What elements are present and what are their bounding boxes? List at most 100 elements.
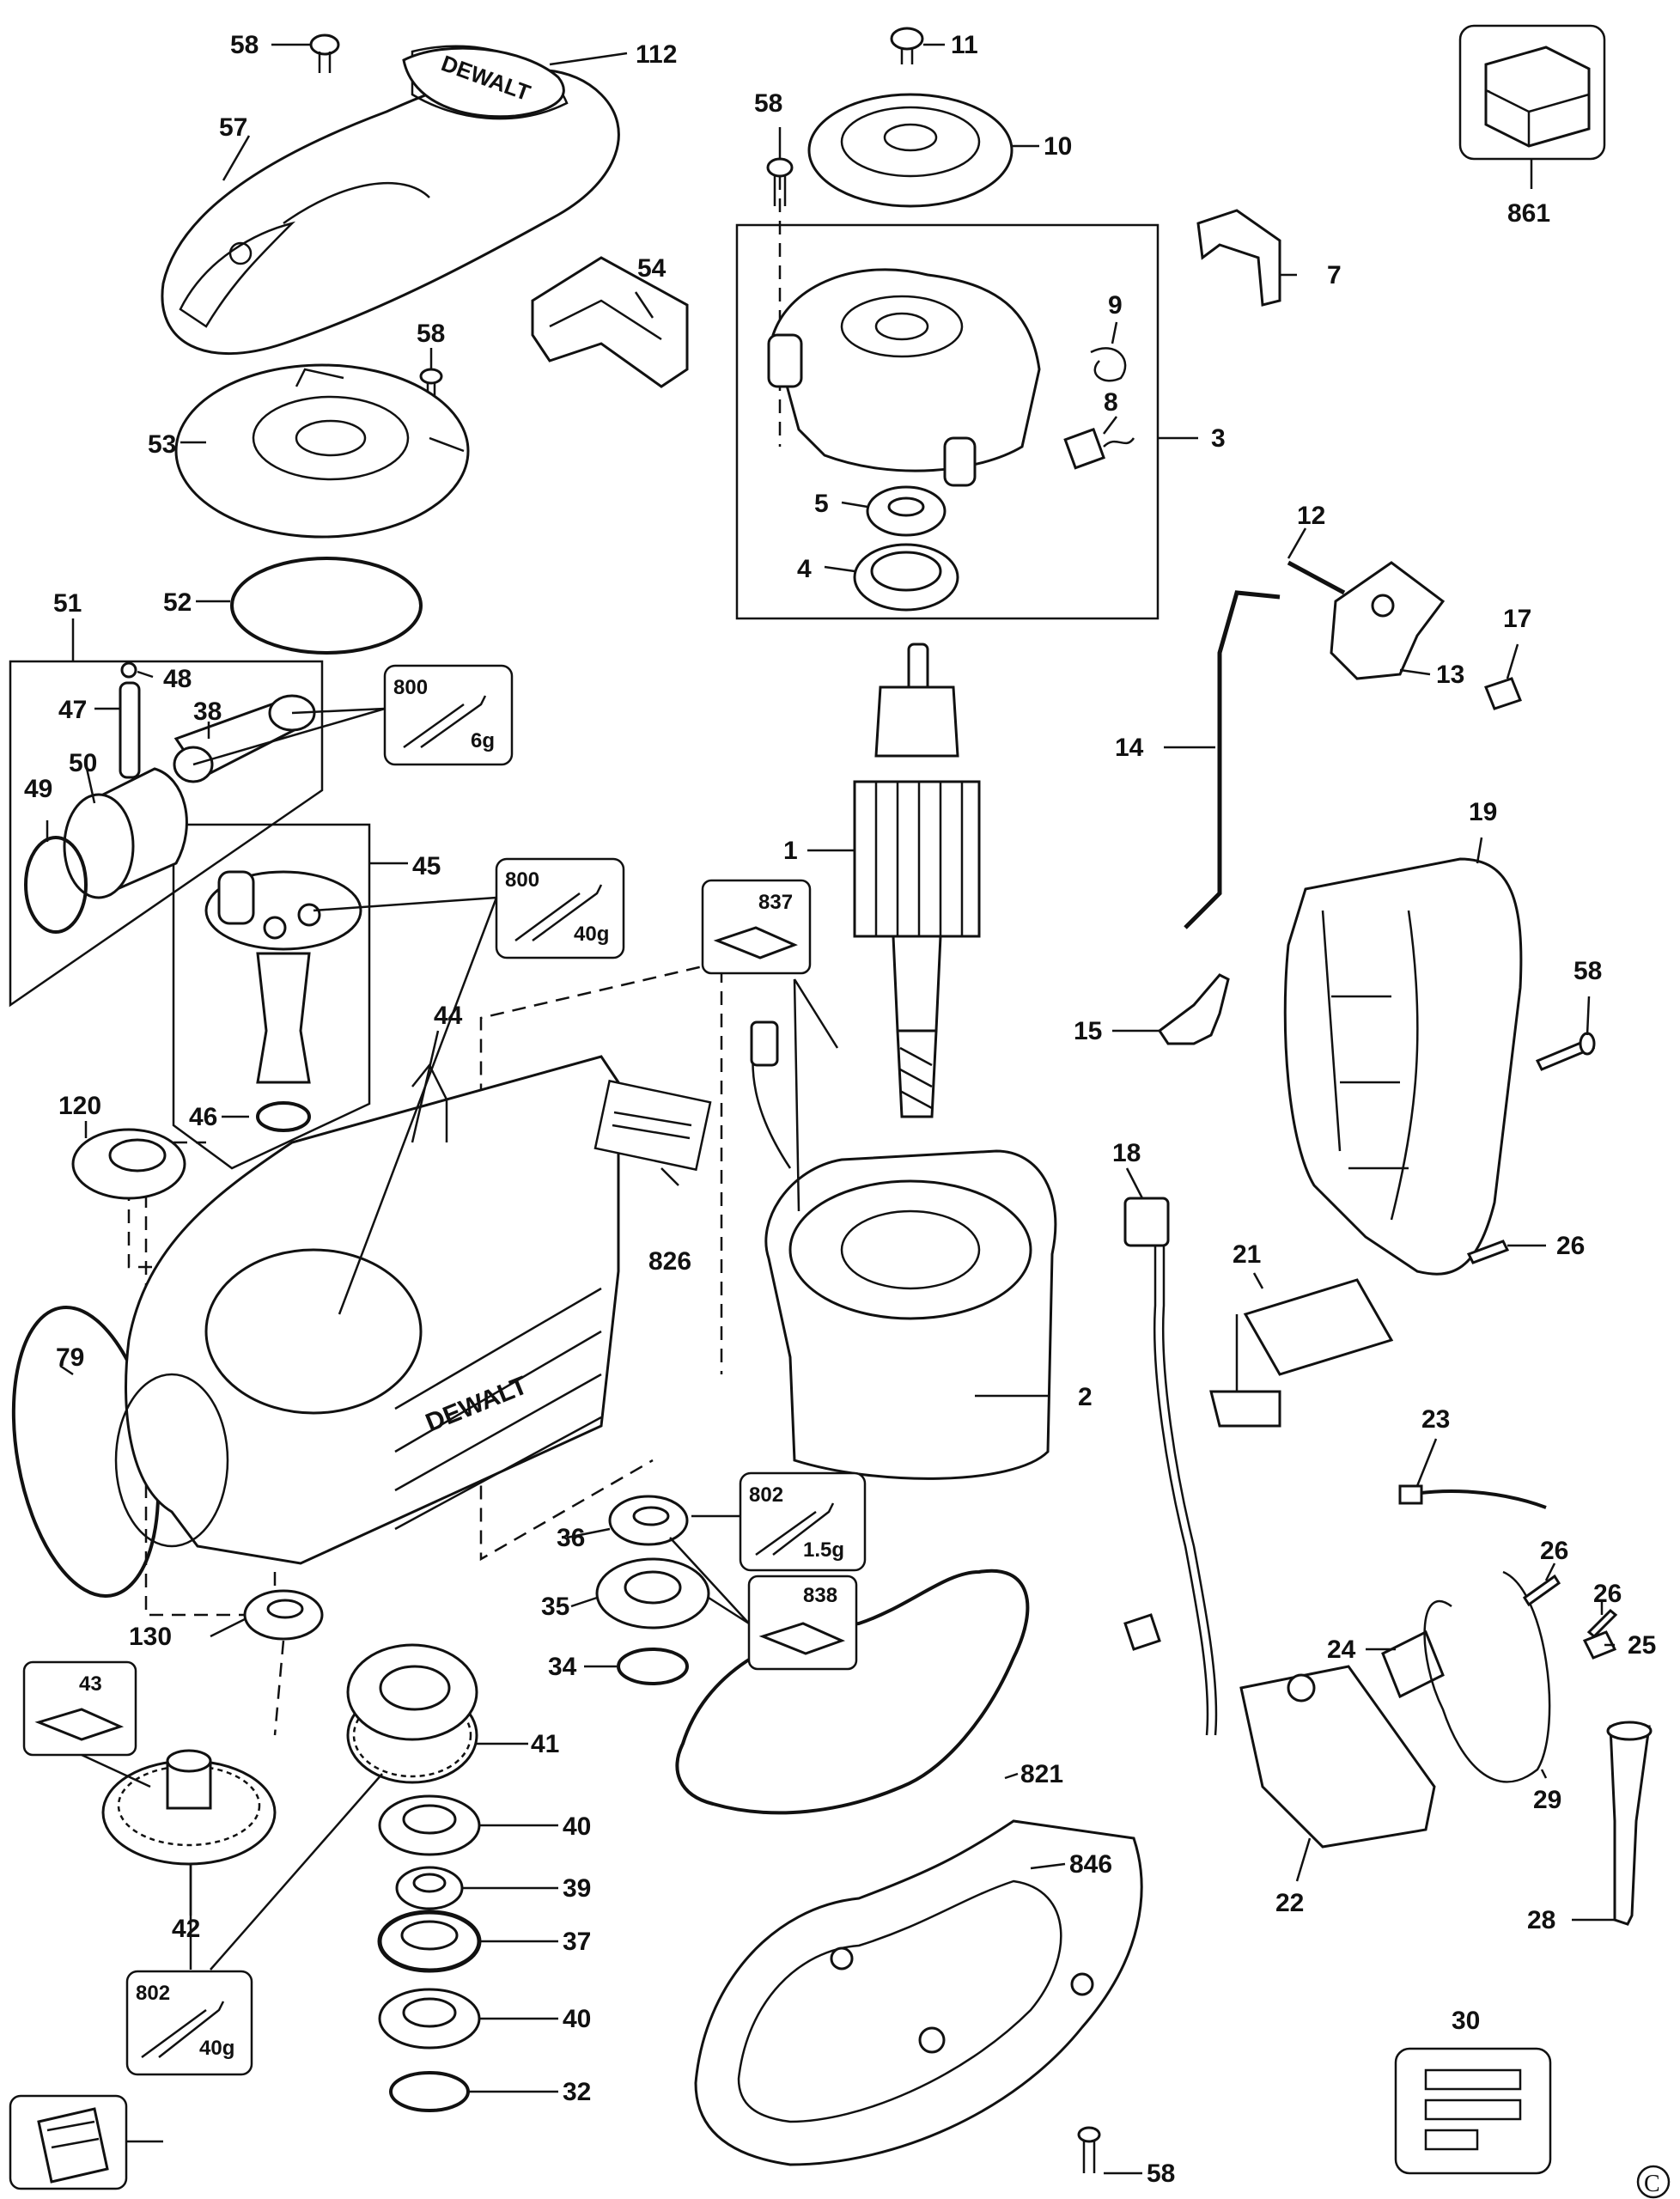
label-7: 7 [1327,261,1342,289]
label-52: 52 [163,588,192,617]
part-labels: 58 112 57 54 58 53 52 51 48 47 38 50 49 … [24,31,1656,2188]
wire-connector-17 [1484,677,1522,710]
grease-box-802-1-5g: 802 1.5g [739,1471,867,1572]
bearing-sleeve-4 [853,543,959,612]
screw-58-right [1535,1032,1596,1071]
label-13: 13 [1436,661,1464,689]
label-23: 23 [1421,1405,1450,1434]
label-1: 1 [783,837,798,865]
label-46: 46 [189,1103,217,1131]
label-40: 39 [563,1874,591,1903]
label-32: 821 [1020,1760,1063,1788]
piston [63,767,188,899]
pin-47 [119,681,141,779]
copyright-symbol: C [1644,2171,1660,2197]
carbon-brush [1063,427,1135,470]
gear-case-housing [114,1055,620,1565]
fan-baffle [807,93,1013,208]
label-38: 38 [193,697,222,726]
bearing-36 [608,1495,689,1546]
label-28: 28 [1527,1906,1555,1934]
label-861: 861 [1507,199,1550,228]
brush-holder-assembly-frame [735,223,1160,620]
gear-case-cover-30 [694,1819,1143,2166]
label-58-d: 58 [1573,957,1602,985]
label-17: 17 [1503,605,1531,633]
bearing-5 [866,485,947,537]
label-26-b: 26 [1540,1537,1568,1565]
label-35: 35 [541,1593,569,1621]
bearing-41-a [378,1794,481,1856]
label-49: 49 [24,775,52,803]
logo-plate: DEWALT [402,46,565,119]
label-48: 48 [163,665,192,693]
label-14: 14 [1115,734,1144,762]
label-45: 45 [412,852,441,880]
grease-800-amount-2: 40g [574,923,609,946]
lubricant-837-label: 837 [758,891,793,914]
label-25: 25 [1628,1631,1656,1660]
lubricant-box-836: 43 [22,1660,137,1757]
label-19: 19 [1469,798,1497,826]
lubricant-box-838: 838 [747,1575,858,1671]
bearing-41-b [378,1988,481,2050]
grease-802-label-2: 802 [136,1982,170,2005]
cable-tie-23 [1398,1484,1547,1509]
label-22: 22 [1275,1889,1304,1917]
piston-assembly-frame [9,660,324,1008]
label-58-a: 58 [230,31,259,59]
grease-box-800-40g: 800 40g [495,857,625,959]
label-4: 4 [797,555,812,583]
label-10: 10 [1044,132,1072,161]
label-826 [593,1079,712,1172]
crankshaft [204,870,362,1084]
label-41-a: 40 [563,1812,591,1841]
label-41-b: 40 [563,2005,591,2033]
lead-wire-18 [1123,1197,1218,1736]
leader-lines [46,43,1615,2175]
handle-housing [1283,857,1523,1276]
screw-48 [120,661,137,679]
label-42: 41 [531,1730,559,1758]
screw-11 [890,27,924,64]
label-18: 18 [1112,1139,1141,1167]
label-821: 30 [1452,2007,1480,2035]
cord-protector-28 [1606,1721,1653,1926]
lubricant-836-label: 43 [79,1672,102,1696]
retaining-ring-34 [617,1648,689,1685]
lever-15 [1157,973,1230,1045]
switch-22 [1239,1665,1436,1849]
label-37: 32 [563,2078,591,2106]
label-112: 112 [636,40,677,69]
label-24: 24 [1327,1636,1356,1664]
bearing-120 [71,1128,186,1200]
label-51: 51 [53,589,82,618]
label-58-e: 58 [1147,2159,1175,2188]
o-ring-49 [24,836,88,934]
label-21: 21 [1233,1240,1261,1269]
copyright-mark: C [1636,2165,1671,2199]
label-15: 15 [1074,1017,1102,1045]
label-34: 34 [548,1653,577,1681]
crank-housing-cover [174,363,470,539]
label-58-c: 58 [754,89,782,118]
switch-actuator [1330,561,1446,680]
label-30: 846 [1069,1850,1112,1879]
label-53: 53 [148,430,176,459]
switch-bracket-21 [1209,1278,1394,1428]
label-44: 44 [434,1002,463,1030]
label-43: 42 [172,1915,200,1943]
screw-58-top [309,34,340,73]
label-26-c: 26 [1593,1580,1622,1608]
grease-802-amount-2: 40g [199,2037,234,2060]
label-11: 11 [951,31,978,59]
label-36: 36 [557,1524,585,1552]
label-9: 9 [1108,291,1123,320]
pin-12 [1287,560,1346,595]
grease-bag-846 [9,2094,128,2190]
retaining-ring-37 [389,2071,470,2112]
label-26-a: 26 [1556,1232,1585,1260]
label-5: 5 [814,490,829,518]
dash-lines-top [273,176,782,1736]
o-ring-52 [230,557,423,655]
